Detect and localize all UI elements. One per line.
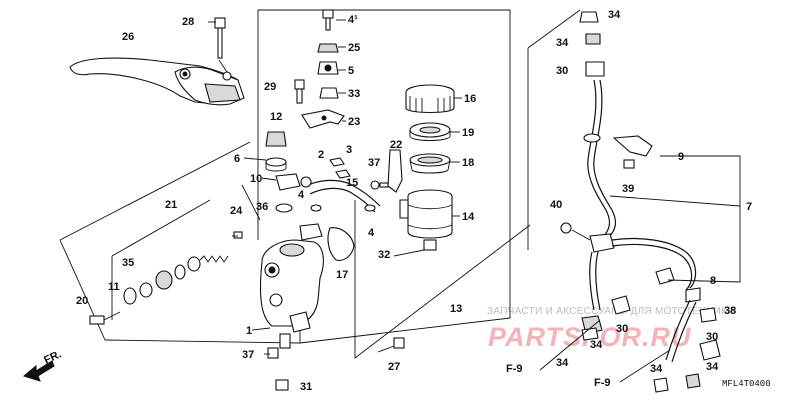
callout-6: 6	[234, 153, 240, 165]
assembly-frame	[59, 9, 531, 359]
callout-13: 13	[450, 303, 462, 315]
callout-34-c: 34	[590, 339, 603, 351]
master-cylinder-body	[259, 223, 324, 349]
callout-9: 9	[678, 151, 684, 163]
callout-40: 40	[550, 199, 562, 211]
center-leaders	[111, 19, 462, 355]
callout-33: 33	[348, 88, 360, 100]
callout-26: 26	[122, 31, 134, 43]
lower-bolts	[267, 337, 405, 391]
callout-11: 11	[108, 281, 120, 293]
callout-28: 28	[182, 16, 194, 28]
callout-4-1: 4¹	[348, 14, 358, 26]
callout-labels: 26 28 4¹ 25 5 29 33 23 16 12 19 6 2 3 22…	[76, 9, 752, 393]
diagram-code: MFL4T0400	[722, 379, 771, 389]
callout-36: 36	[256, 201, 268, 213]
callout-34-f: 34	[706, 361, 719, 373]
callout-25: 25	[348, 42, 360, 54]
leader-lines	[527, 9, 741, 383]
reservoir-cap	[405, 84, 455, 114]
callout-24: 24	[230, 205, 243, 217]
brake-lever	[69, 57, 245, 106]
callout-18: 18	[462, 157, 474, 169]
front-arrow-icon	[22, 360, 55, 382]
callout-30-b: 30	[616, 323, 628, 335]
callout-27: 27	[388, 361, 400, 373]
callout-34-b: 34	[556, 37, 569, 49]
callout-34-a: 34	[608, 9, 621, 21]
callout-7: 7	[746, 201, 752, 213]
callout-16: 16	[464, 93, 476, 105]
banjo-fitting	[275, 173, 312, 191]
callout-12: 12	[270, 111, 282, 123]
lever-pivot-bolt	[214, 17, 232, 81]
callout-35: 35	[122, 257, 134, 269]
callout-19: 19	[462, 127, 474, 139]
callout-14: 14	[462, 211, 475, 223]
callout-3: 3	[346, 144, 352, 156]
callout-21: 21	[165, 199, 177, 211]
callout-38: 38	[724, 305, 736, 317]
reservoir-clamp	[370, 149, 403, 193]
reference-f9-left: F-9	[506, 363, 523, 375]
piston-kit	[89, 231, 243, 325]
diaphragm	[409, 153, 451, 174]
piston-boot	[327, 227, 355, 261]
callout-4-a: 4	[298, 189, 305, 201]
callout-32: 32	[378, 249, 390, 261]
hose-clips	[329, 157, 351, 179]
callout-23: 23	[348, 116, 360, 128]
front-label: FR.	[42, 348, 63, 366]
callout-31: 31	[300, 381, 312, 393]
reservoir-bracket	[294, 79, 345, 129]
callout-1: 1	[246, 325, 252, 337]
callout-15: 15	[346, 177, 358, 189]
callout-20: 20	[76, 295, 88, 307]
callout-30-a: 30	[556, 65, 568, 77]
callout-34-e: 34	[650, 363, 663, 375]
front-direction-indicator: FR.	[22, 348, 63, 382]
callout-34-d: 34	[556, 357, 569, 369]
small-washers	[275, 203, 376, 213]
brake-hose-assembly	[560, 11, 721, 393]
callout-39: 39	[622, 183, 634, 195]
diaphragm-plate	[409, 122, 451, 141]
reservoir-tank	[399, 189, 453, 251]
callout-2: 2	[318, 149, 324, 161]
callout-30-c: 30	[706, 331, 718, 343]
callout-22: 22	[390, 139, 402, 151]
callout-10: 10	[250, 173, 262, 185]
reference-f9-right: F-9	[594, 377, 611, 389]
callout-37-bottom: 37	[242, 349, 254, 361]
callout-5: 5	[348, 65, 354, 77]
callout-8: 8	[710, 275, 716, 287]
callout-29: 29	[264, 81, 276, 93]
upper-seals	[265, 131, 287, 172]
callout-17: 17	[336, 269, 348, 281]
watermark-text: ЗАПЧАСТИ И АКСЕССУАРЫ ДЛЯ МОТОТЕХНИКИ	[487, 306, 735, 317]
callout-4-b: 4	[368, 227, 375, 239]
callout-37-top: 37	[368, 157, 380, 169]
top-fasteners	[317, 9, 339, 75]
